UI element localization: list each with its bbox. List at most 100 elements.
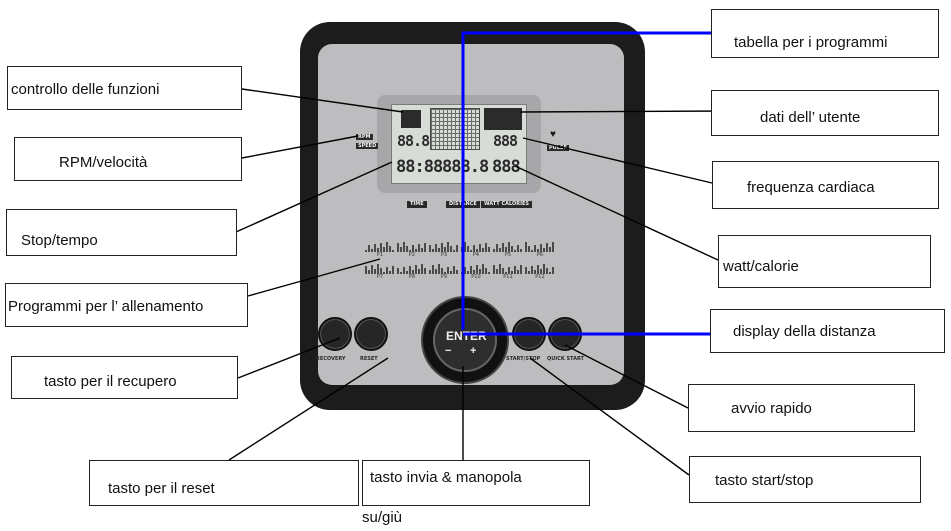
- program-bar: [409, 266, 411, 274]
- callout-tasto-reset-text: tasto per il reset: [108, 480, 215, 497]
- program-bar: [368, 245, 370, 252]
- program-profile-p9: [429, 262, 459, 274]
- callout-watt-calorie: watt/calorie: [718, 235, 931, 288]
- program-bar: [479, 269, 481, 274]
- program-bar: [415, 265, 417, 274]
- program-bar: [429, 270, 431, 274]
- program-profile-p5: [493, 240, 523, 252]
- program-bar: [531, 250, 533, 252]
- program-bar: [470, 266, 472, 274]
- program-bar: [435, 244, 437, 252]
- panel-label-watt-calories: WATT CALORIES: [481, 201, 532, 208]
- program-bar: [502, 243, 504, 252]
- program-bar: [520, 249, 522, 252]
- program-bar: [493, 265, 495, 274]
- program-bar: [389, 271, 391, 274]
- program-label: P2: [408, 252, 416, 258]
- speed-label: SPEED: [356, 143, 379, 149]
- program-bar: [368, 270, 370, 274]
- enter-knob-center[interactable]: [433, 308, 497, 372]
- rpm-label: RPM: [356, 134, 373, 140]
- program-label: P9: [440, 274, 448, 280]
- program-bar: [392, 266, 394, 274]
- program-bar: [397, 268, 399, 274]
- program-bar: [400, 272, 402, 274]
- lcd-distance-digits: 888.8: [442, 157, 489, 177]
- program-bar: [380, 268, 382, 274]
- callout-tasto-reset: tasto per il reset: [89, 460, 359, 506]
- recovery-button[interactable]: [318, 317, 352, 351]
- program-bar: [511, 271, 513, 274]
- program-bar: [479, 244, 481, 252]
- program-bar: [511, 246, 513, 252]
- program-bar: [444, 272, 446, 274]
- program-bar: [438, 264, 440, 274]
- program-bar: [389, 246, 391, 252]
- program-bar: [496, 269, 498, 274]
- program-matrix-grid: [430, 108, 480, 150]
- program-profile-p7: [365, 262, 395, 274]
- program-bar: [528, 246, 530, 252]
- lcd-speed-digits: 88.8: [397, 132, 430, 150]
- program-bar: [415, 249, 417, 252]
- program-bar: [552, 267, 554, 274]
- program-bar: [409, 250, 411, 252]
- quick-start-caption: QUICK START: [547, 356, 584, 362]
- program-bar: [447, 242, 449, 252]
- program-bar: [406, 246, 408, 252]
- program-bar: [406, 271, 408, 274]
- program-label: P11: [503, 274, 513, 280]
- program-bar: [514, 266, 516, 274]
- line-dati-utente: [519, 110, 731, 113]
- program-bar: [456, 270, 458, 274]
- program-label: P10: [471, 274, 481, 280]
- program-bar: [549, 247, 551, 252]
- program-bar: [467, 246, 469, 252]
- start-stop-caption: START/STOP: [506, 356, 541, 362]
- program-bar: [412, 270, 414, 274]
- program-label: P6: [536, 252, 544, 258]
- line-rpm-velocita: [241, 135, 359, 159]
- callout-dati-utente-text: dati dell’ utente: [760, 109, 861, 126]
- function-indicator-block: [401, 110, 421, 128]
- program-label: P8: [408, 274, 416, 280]
- program-bar: [473, 245, 475, 252]
- program-bar: [488, 272, 490, 274]
- reset-button[interactable]: [354, 317, 388, 351]
- program-bar: [412, 245, 414, 252]
- program-bar: [485, 243, 487, 252]
- program-bar: [418, 244, 420, 252]
- program-bar: [531, 266, 533, 274]
- callout-tasto-invia-text-line2: su/giù: [362, 509, 403, 526]
- program-bar: [456, 245, 458, 252]
- line-stop-tempo: [235, 161, 393, 233]
- program-bar: [380, 243, 382, 252]
- callout-display-distanza: display della distanza: [710, 309, 945, 353]
- program-bar: [374, 244, 376, 252]
- program-bar: [365, 250, 367, 252]
- program-profile-p1: [365, 240, 395, 252]
- line-controllo-funzioni: [241, 88, 404, 113]
- program-bar: [517, 270, 519, 274]
- program-bar: [525, 267, 527, 274]
- program-bar: [450, 271, 452, 274]
- callout-tasto-start-stop-text: tasto start/stop: [715, 472, 814, 489]
- callout-stop-tempo-text: Stop/tempo: [21, 232, 98, 249]
- callout-avvio-rapido-text: avvio rapido: [731, 400, 812, 417]
- program-bar: [499, 264, 501, 274]
- program-bar: [543, 248, 545, 252]
- user-data-block: [484, 108, 522, 130]
- callout-watt-calorie-text: watt/calorie: [723, 258, 799, 275]
- program-bar: [505, 272, 507, 274]
- callout-frequenza-cardiaca-text: frequenza cardiaca: [747, 179, 875, 196]
- program-bar: [537, 265, 539, 274]
- recovery-caption: RECOVERY: [316, 356, 346, 362]
- program-bar: [371, 265, 373, 274]
- program-bar: [386, 242, 388, 252]
- program-bar: [485, 268, 487, 274]
- program-bar: [377, 264, 379, 274]
- pulse-label: PULSE: [547, 145, 569, 151]
- program-profile-p6: [525, 240, 555, 252]
- program-bar: [517, 245, 519, 252]
